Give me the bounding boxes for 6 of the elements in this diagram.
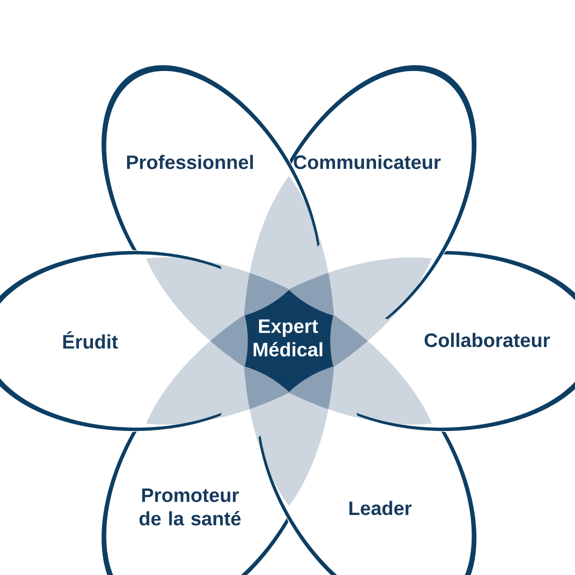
petal: Érudit <box>0 251 222 431</box>
petal: Communicateur <box>290 65 476 320</box>
petal: Promoteur de la santé <box>102 431 288 575</box>
petal: Leader <box>258 431 476 575</box>
petal: Collaborateur <box>356 251 575 431</box>
label: Expert Médical <box>254 320 322 356</box>
